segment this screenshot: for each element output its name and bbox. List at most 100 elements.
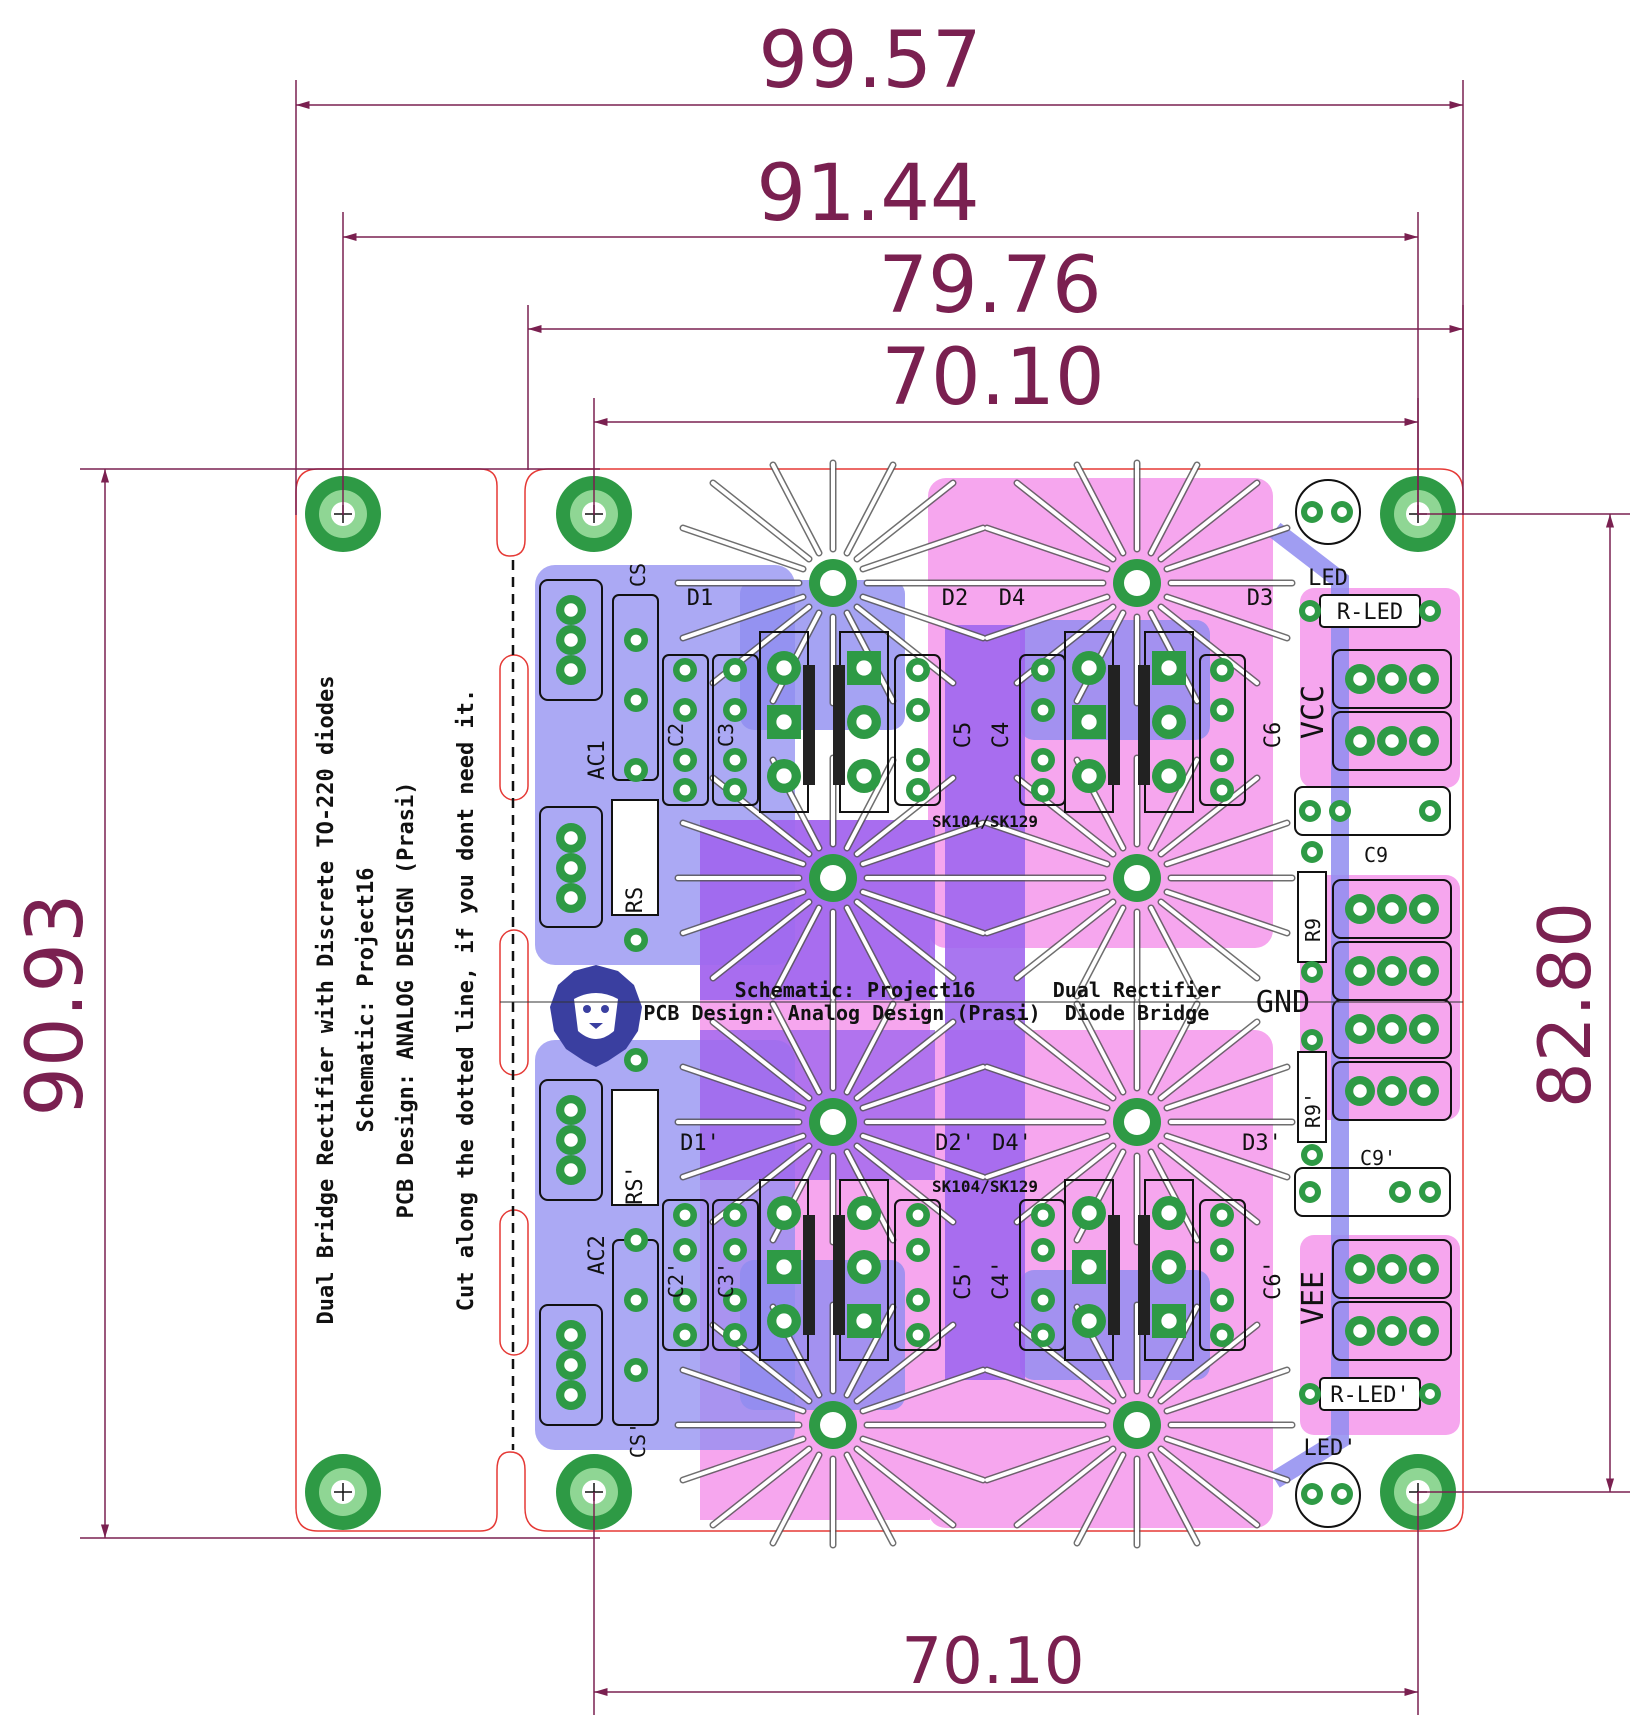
label-rs: RS bbox=[623, 887, 648, 914]
pad-hole bbox=[1425, 606, 1435, 616]
label-d4p: D4' bbox=[992, 1131, 1032, 1156]
pad-hole bbox=[630, 1234, 642, 1246]
pad-hole bbox=[564, 891, 578, 905]
side-cut-note: Cut along the dotted line, if you dont n… bbox=[454, 689, 479, 1312]
dim-top-width-board: 79.76 bbox=[878, 241, 1101, 331]
label-r9: R9 bbox=[1301, 918, 1325, 942]
pad-hole bbox=[564, 663, 578, 677]
label-vcc: VCC bbox=[1296, 685, 1331, 739]
pad-hole bbox=[1425, 1187, 1435, 1197]
pad-hole bbox=[1037, 664, 1049, 676]
side-title: Dual Bridge Rectifier with Discrete TO-2… bbox=[314, 675, 339, 1324]
pad-hole bbox=[1337, 507, 1347, 517]
pad-hole bbox=[1307, 967, 1317, 977]
pad-hole bbox=[630, 694, 642, 706]
pad-hole bbox=[856, 660, 872, 676]
pad-hole bbox=[679, 784, 691, 796]
pad-hole bbox=[1216, 1244, 1228, 1256]
pad-hole bbox=[1216, 1329, 1228, 1341]
dim-left-height: 90.93 bbox=[11, 893, 101, 1116]
pad-hole bbox=[1037, 784, 1049, 796]
pad-hole bbox=[1417, 1262, 1431, 1276]
label-vee: VEE bbox=[1296, 1271, 1331, 1325]
pad-hole bbox=[1417, 734, 1431, 748]
label-c9: C9 bbox=[1364, 843, 1388, 867]
side-pcb-design: PCB Design: ANALOG DESIGN (Prasi) bbox=[394, 781, 419, 1218]
pad-hole bbox=[1081, 768, 1097, 784]
pad-hole bbox=[564, 1358, 578, 1372]
center-text: Schematic: Project16 PCB Design: Analog … bbox=[643, 978, 1221, 1025]
pad-hole bbox=[856, 768, 872, 784]
pad-hole bbox=[1335, 806, 1345, 816]
pad-hole bbox=[776, 1259, 792, 1275]
pad-hole bbox=[912, 1294, 924, 1306]
pad-hole bbox=[1353, 1262, 1367, 1276]
label-c5p: C5' bbox=[951, 1260, 976, 1300]
label-d3p: D3' bbox=[1242, 1131, 1282, 1156]
heatsink-hole bbox=[809, 1098, 857, 1146]
pad-hole bbox=[776, 768, 792, 784]
pad-hole bbox=[1385, 1324, 1399, 1338]
pad-hole bbox=[1161, 768, 1177, 784]
label-rledp: R-LED' bbox=[1330, 1383, 1409, 1408]
pad-hole bbox=[564, 1133, 578, 1147]
pad-hole bbox=[729, 1209, 741, 1221]
pad-hole bbox=[679, 754, 691, 766]
label-sk-top: SK104/SK129 bbox=[932, 812, 1038, 831]
pad-hole bbox=[729, 664, 741, 676]
pad-hole bbox=[1417, 1084, 1431, 1098]
label-d3: D3 bbox=[1247, 586, 1274, 611]
pad-hole bbox=[729, 704, 741, 716]
center-pcb-design: PCB Design: Analog Design (Prasi) bbox=[643, 1001, 1040, 1025]
pad-hole bbox=[856, 1259, 872, 1275]
side-schematic: Schematic: Project16 bbox=[354, 868, 379, 1133]
label-csp: CS' bbox=[626, 1422, 650, 1458]
pad-hole bbox=[1081, 660, 1097, 676]
pad-hole bbox=[856, 1205, 872, 1221]
label-gnd: GND bbox=[1256, 985, 1310, 1020]
pad-hole bbox=[1305, 606, 1315, 616]
label-ledp: LED' bbox=[1304, 1436, 1357, 1461]
label-c2p: C2' bbox=[664, 1262, 688, 1298]
pad-hole bbox=[776, 714, 792, 730]
pad-hole bbox=[1353, 1022, 1367, 1036]
pad-hole bbox=[564, 603, 578, 617]
dimension-lines bbox=[80, 80, 1630, 1715]
pad-hole bbox=[1161, 1205, 1177, 1221]
pad-hole bbox=[1353, 964, 1367, 978]
pad-hole bbox=[912, 704, 924, 716]
pad-hole bbox=[1353, 672, 1367, 686]
center-title2: Diode Bridge bbox=[1065, 1001, 1210, 1025]
pad-hole bbox=[1307, 507, 1317, 517]
label-ac2: AC2 bbox=[585, 1235, 610, 1275]
center-schematic: Schematic: Project16 bbox=[735, 978, 976, 1002]
pad-hole bbox=[1385, 964, 1399, 978]
label-ac1: AC1 bbox=[585, 740, 610, 780]
pad-hole bbox=[1353, 902, 1367, 916]
dim-top-width-outer: 99.57 bbox=[758, 16, 981, 106]
pad-hole bbox=[564, 1388, 578, 1402]
pad-hole bbox=[1305, 1187, 1315, 1197]
pad-hole bbox=[776, 1205, 792, 1221]
label-rled: R-LED bbox=[1337, 600, 1403, 625]
pad-hole bbox=[912, 1244, 924, 1256]
pad-hole bbox=[564, 1328, 578, 1342]
pad-hole bbox=[1385, 1262, 1399, 1276]
pad-hole bbox=[1417, 902, 1431, 916]
pad-hole bbox=[1037, 704, 1049, 716]
pad-hole bbox=[1337, 1489, 1347, 1499]
pad-hole bbox=[912, 784, 924, 796]
label-cs: CS bbox=[626, 563, 650, 587]
heatsink-hole bbox=[1113, 1098, 1161, 1146]
pad-hole bbox=[1216, 664, 1228, 676]
lion-logo-icon bbox=[550, 965, 642, 1067]
pad-hole bbox=[729, 1244, 741, 1256]
pad-hole bbox=[1395, 1187, 1405, 1197]
pad-hole bbox=[1081, 1313, 1097, 1329]
pad-hole bbox=[1161, 714, 1177, 730]
heatsink-hole bbox=[1113, 854, 1161, 902]
pad-hole bbox=[1425, 806, 1435, 816]
pad-hole bbox=[679, 704, 691, 716]
pad-hole bbox=[1161, 1313, 1177, 1329]
label-c6: C6 bbox=[1261, 722, 1286, 749]
